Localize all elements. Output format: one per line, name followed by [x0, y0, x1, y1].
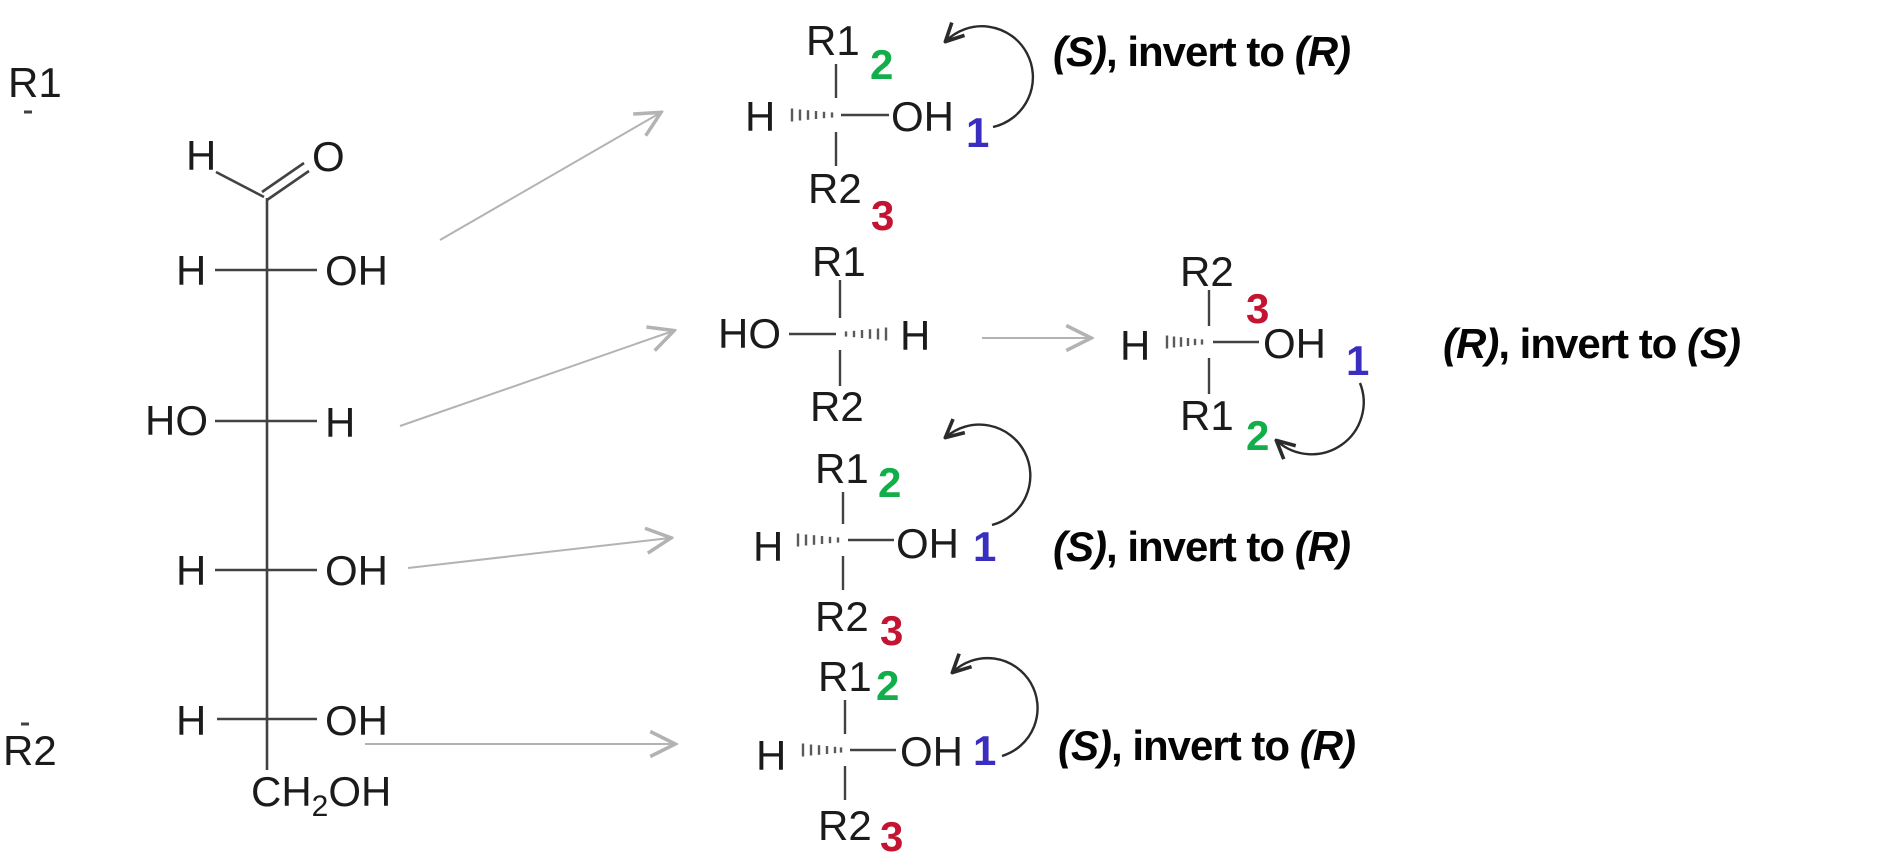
- gray-arrow-2-icon: [399, 331, 673, 427]
- rotation-arrow-4-icon: [953, 658, 1039, 758]
- priority-2-label: 2: [876, 662, 900, 709]
- priority-1-label: 1: [973, 523, 997, 570]
- priority-3-label: 3: [871, 192, 895, 239]
- priority-2-label: 2: [878, 459, 902, 506]
- aldehyde-h: H: [186, 132, 217, 179]
- top-substituent: R1: [818, 653, 872, 700]
- right-substituent: OH: [891, 93, 954, 140]
- right-substituent: OH: [1263, 320, 1326, 367]
- stereocenter-1-bonds: [790, 64, 889, 166]
- fischer-bonds: [21, 110, 317, 770]
- left-substituent: HO: [718, 310, 781, 357]
- right-substituent: OH: [896, 520, 959, 567]
- left-substituent: H: [756, 732, 787, 779]
- aldehyde-co-double-bond-a: [266, 169, 310, 202]
- gray-arrow-1-icon: [439, 113, 660, 241]
- aldehyde-h-bond: [215, 170, 265, 199]
- hash-wedge-icon: [801, 743, 843, 757]
- left-substituent: H: [745, 93, 776, 140]
- c5-left-substituent: H: [176, 697, 207, 744]
- c3-left-substituent: HO: [145, 397, 208, 444]
- priority-3-label: 3: [880, 607, 904, 654]
- assignment-text-2: (R), invert to (S): [1443, 320, 1741, 367]
- c4-left-substituent: H: [176, 547, 207, 594]
- priority-3-label: 3: [1246, 285, 1270, 332]
- left-substituent: H: [753, 523, 784, 570]
- c3-right-substituent: H: [325, 399, 356, 446]
- assignment-text-3: (S), invert to (R): [1053, 523, 1351, 570]
- stereocenter-4-bonds: [801, 700, 896, 800]
- c2-left-substituent: H: [176, 247, 207, 294]
- bottom-substituent: R2: [808, 165, 862, 212]
- mapping-arrows: [365, 113, 1090, 744]
- hash-wedge-icon: [790, 108, 834, 122]
- right-substituent: H: [900, 312, 931, 359]
- top-substituent: R1: [812, 238, 866, 285]
- bottom-substituent: R2: [818, 802, 872, 849]
- top-substituent: R1: [815, 445, 869, 492]
- top-substituent: R2: [1180, 248, 1234, 295]
- bottom-substituent: R2: [815, 593, 869, 640]
- rotation-arrow-3-icon: [946, 425, 1032, 527]
- bottom-substituent: R1: [1180, 392, 1234, 439]
- priority-1-label: 1: [1346, 337, 1370, 384]
- aldehyde-co-double-bond-b: [261, 161, 305, 194]
- c5-right-substituent: OH: [325, 697, 388, 744]
- assignment-text-4: (S), invert to (R): [1058, 722, 1356, 769]
- stereocenter-2-after-bonds: [1165, 290, 1259, 394]
- bottom-substituent: R2: [810, 383, 864, 430]
- ch2oh-subscript: 2: [311, 790, 329, 823]
- stereocenter-3-bonds: [796, 492, 894, 590]
- aldehyde-o: O: [312, 133, 345, 180]
- right-substituent: OH: [900, 728, 963, 775]
- c2-right-substituent: OH: [325, 247, 388, 294]
- priority-3-label: 3: [880, 813, 904, 860]
- gray-arrow-3-icon: [407, 538, 670, 569]
- priority-1-label: 1: [973, 727, 997, 774]
- rotation-arrow-2-icon: [1277, 382, 1365, 454]
- hash-wedge-icon: [1165, 335, 1204, 349]
- priority-2-label: 2: [870, 41, 894, 88]
- left-substituent: H: [1120, 322, 1151, 369]
- fragment-label-r1: R1: [8, 59, 62, 106]
- priority-2-label: 2: [1246, 412, 1270, 459]
- c4-right-substituent: OH: [325, 547, 388, 594]
- fragment-label-r2: R2: [3, 727, 57, 774]
- hash-wedge-icon: [844, 327, 888, 341]
- assignment-text-1: (S), invert to (R): [1053, 28, 1351, 75]
- stereocenter-2-before-bonds: [789, 280, 888, 386]
- terminal-ch2oh-group: CH2OH: [251, 768, 392, 823]
- rotation-arrow-1-icon: [946, 26, 1035, 129]
- hash-wedge-icon: [796, 533, 840, 547]
- top-substituent: R1: [806, 17, 860, 64]
- priority-1-label: 1: [966, 109, 990, 156]
